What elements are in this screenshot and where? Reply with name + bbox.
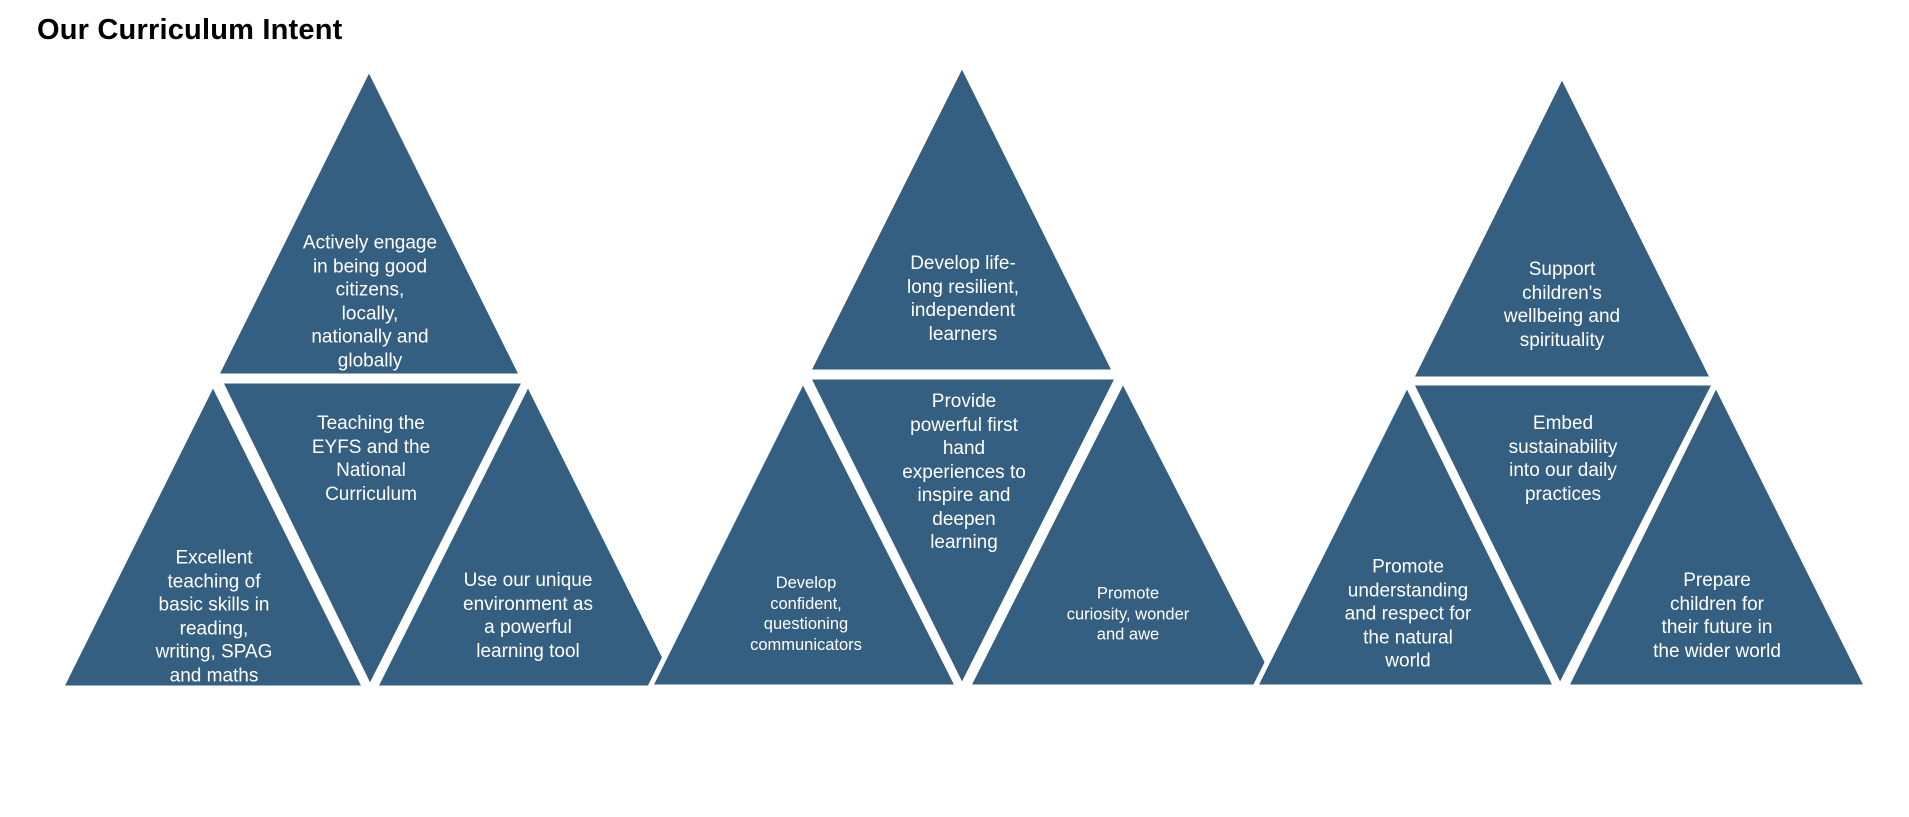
pyramid-2-left-label: Develop confident, questioning communica… [750, 574, 862, 654]
pyramid-1-middle-label: Teaching the EYFS and the National Curri… [311, 413, 431, 505]
pyramid-1-top-triangle [211, 62, 527, 379]
pyramid-3-middle-label: Embed sustainability into our daily prac… [1508, 413, 1618, 505]
pyramid-3-left-label: Promote understanding and respect for th… [1344, 556, 1472, 672]
pyramid-2-middle-label: Provide powerful first hand experiences … [902, 390, 1026, 553]
pyramid-1-left-triangle [56, 377, 370, 691]
pyramid-2-middle-triangle [803, 374, 1123, 693]
pyramid-3 [1250, 69, 1872, 693]
pyramid-1-left-label: Excellent teaching of basic skills in re… [155, 547, 273, 687]
pyramid-2-right-label: Promote curiosity, wonder and awe [1066, 584, 1190, 644]
pyramid-3-top-triangle [1406, 69, 1718, 382]
pyramid-1-right-triangle [370, 377, 685, 691]
pyramid-1-right-label: Use our unique environment as a powerful… [463, 570, 593, 662]
pyramid-2-top-triangle [803, 58, 1120, 375]
page-title: Our Curriculum Intent [37, 14, 343, 46]
pyramid-2-right-triangle [963, 374, 1285, 690]
pyramid-1 [56, 62, 685, 694]
pyramid-3-left-triangle [1250, 378, 1561, 690]
pyramid-1-top-label: Actively engage in being good citizens, … [302, 232, 438, 372]
pyramid-2-top-label: Develop life- long resilient, independen… [907, 253, 1019, 345]
pyramid-2 [645, 58, 1285, 693]
pyramid-1-middle-triangle [215, 378, 530, 694]
pyramid-3-top-label: Support children's wellbeing and spiritu… [1503, 259, 1621, 351]
pyramid-3-right-label: Prepare children for their future in the… [1653, 570, 1781, 662]
pyramid-3-right-triangle [1561, 378, 1872, 690]
pyramid-2-left-triangle [645, 374, 963, 690]
pyramid-3-middle-triangle [1406, 380, 1720, 693]
